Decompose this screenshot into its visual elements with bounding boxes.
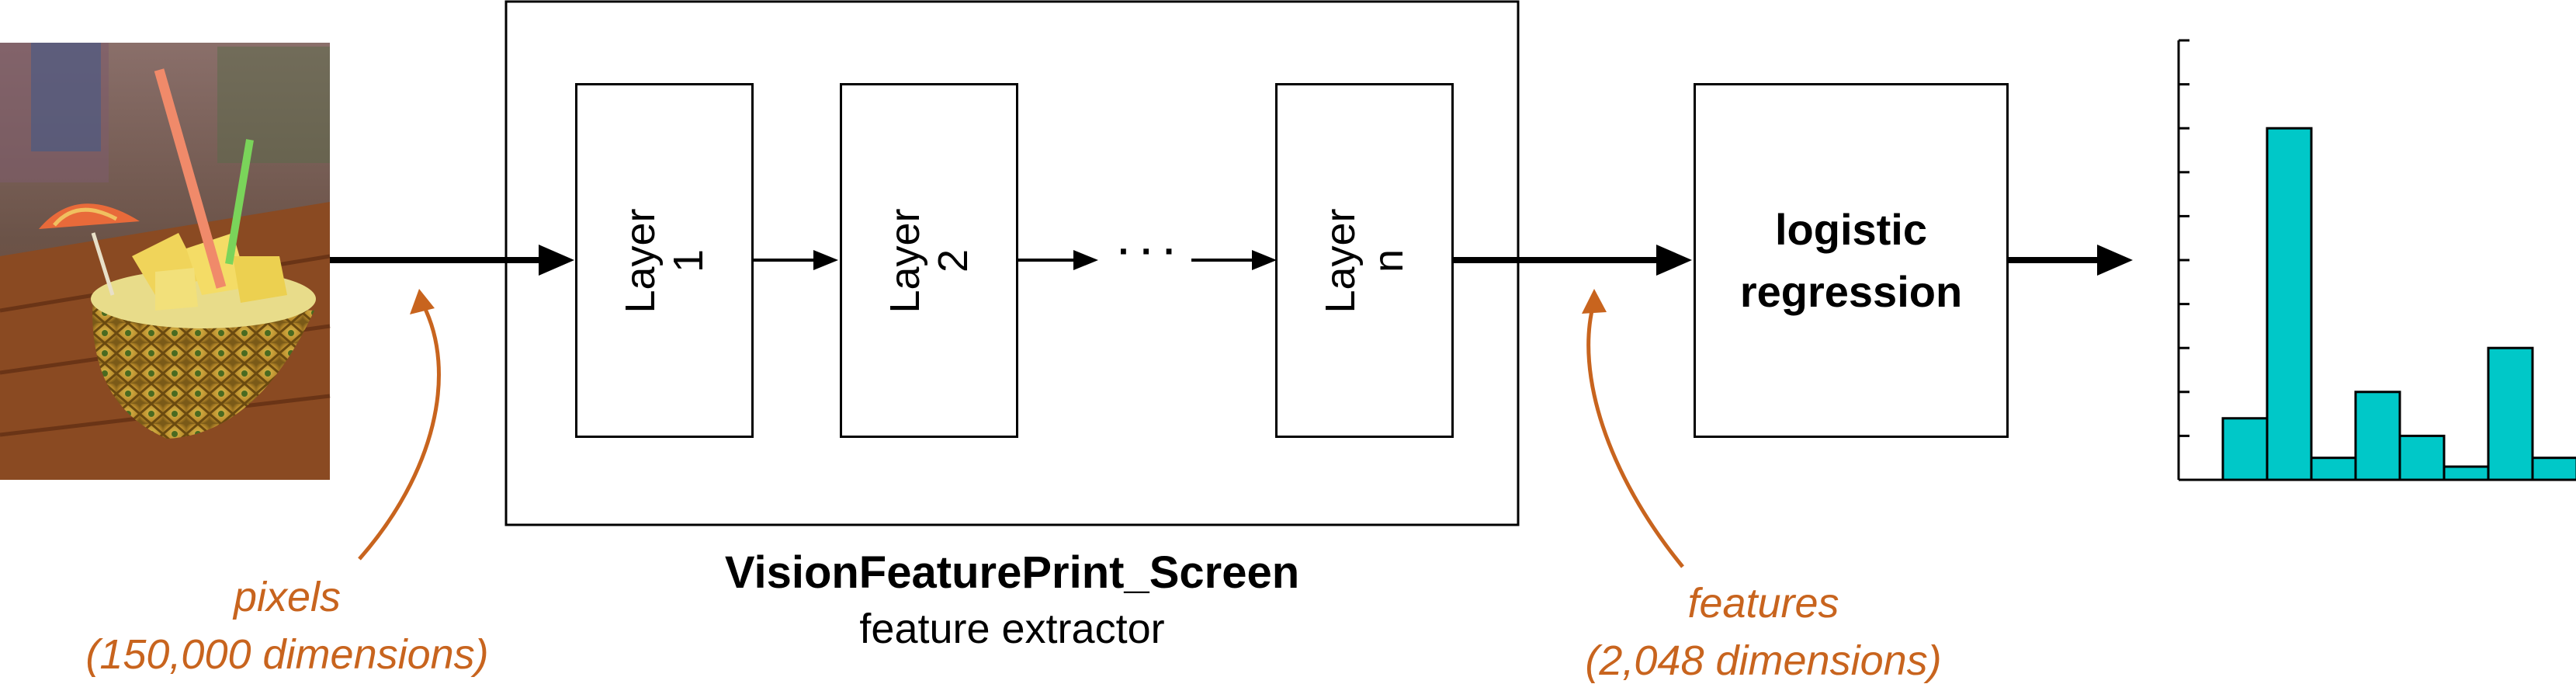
layer-n-label: Layer n bbox=[1316, 208, 1413, 313]
histogram-bar bbox=[2221, 417, 2269, 481]
layer-2-label: Layer 2 bbox=[881, 208, 977, 313]
features-annotation: features (2,048 dimensions) bbox=[1492, 575, 2035, 689]
layer-2-word: Layer bbox=[882, 207, 928, 314]
features-pointer-arrow bbox=[1582, 289, 1684, 568]
layer-1-index: 1 bbox=[665, 248, 712, 273]
arrow-layern-to-regression bbox=[1452, 245, 1692, 276]
output-histogram bbox=[2177, 39, 2576, 481]
layer-2-box: Layer 2 bbox=[840, 83, 1018, 438]
layer-1-word: Layer bbox=[617, 207, 664, 314]
logistic-regression-label: logistic regression bbox=[1696, 199, 2006, 323]
features-dimensions: (2,048 dimensions) bbox=[1585, 637, 1942, 684]
arrow-layer2-to-ellipsis bbox=[1017, 250, 1098, 270]
histogram-bar bbox=[2443, 465, 2490, 481]
histogram-bar bbox=[2266, 127, 2313, 481]
layer-n-box: Layer n bbox=[1275, 83, 1454, 438]
histogram-bar bbox=[2398, 434, 2446, 481]
pixels-pointer-arrow bbox=[358, 289, 441, 561]
extractor-subtitle: feature extractor bbox=[859, 606, 1165, 652]
arrow-ellipsis-to-layern bbox=[1191, 250, 1277, 270]
arrow-regression-to-output bbox=[2009, 245, 2133, 276]
extractor-caption: VisionFeaturePrint_Screen feature extrac… bbox=[543, 545, 1481, 657]
logistic-regression-line2: regression bbox=[1739, 266, 1963, 316]
layer-1-label: Layer 1 bbox=[616, 208, 712, 313]
histogram-bar bbox=[2531, 457, 2576, 481]
histogram-bar bbox=[2487, 346, 2534, 481]
layer-1-box: Layer 1 bbox=[575, 83, 754, 438]
arrow-layer1-to-layer2 bbox=[752, 250, 838, 270]
layer-n-word: Layer bbox=[1317, 207, 1364, 314]
histogram-bar bbox=[2354, 391, 2401, 481]
pineapple-photo bbox=[0, 43, 331, 480]
layers-ellipsis: · · · bbox=[1118, 231, 1177, 273]
pixels-annotation: pixels (150,000 dimensions) bbox=[16, 568, 559, 683]
arrow-image-to-layer1 bbox=[330, 245, 574, 276]
extractor-name: VisionFeaturePrint_Screen bbox=[724, 547, 1300, 598]
pixels-label: pixels bbox=[233, 574, 342, 620]
layer-n-index: n bbox=[1365, 248, 1412, 273]
histogram-bar bbox=[2310, 457, 2357, 481]
features-label: features bbox=[1687, 580, 1839, 627]
layer-2-index: 2 bbox=[930, 248, 976, 273]
logistic-regression-box: logistic regression bbox=[1694, 83, 2009, 438]
pixels-dimensions: (150,000 dimensions) bbox=[85, 631, 489, 678]
logistic-regression-line1: logistic bbox=[1774, 204, 1928, 254]
